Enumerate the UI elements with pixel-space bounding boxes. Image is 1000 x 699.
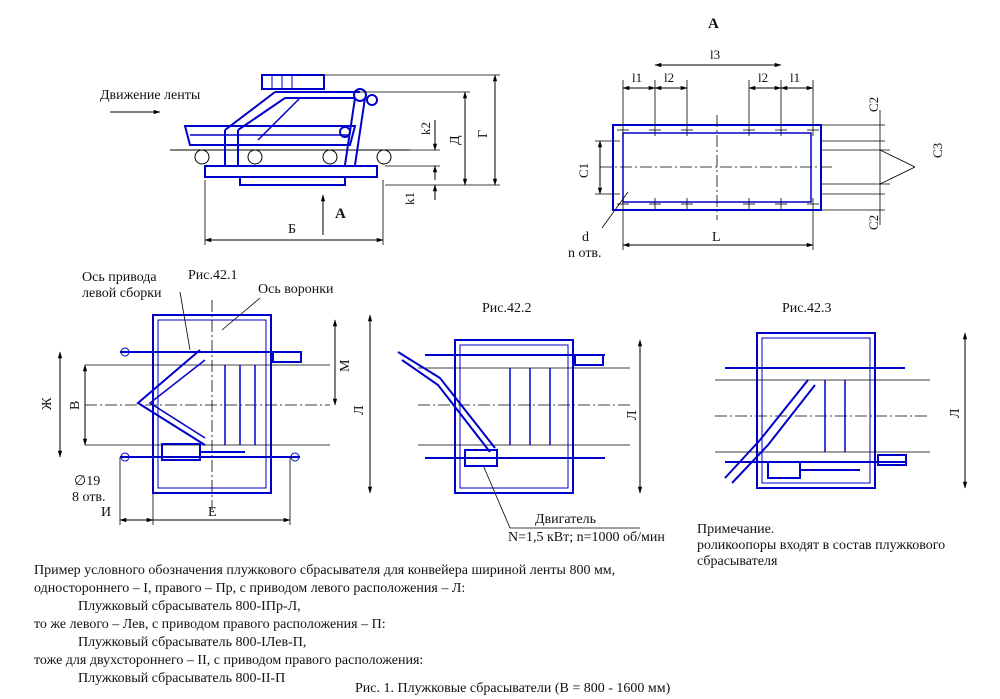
note-line2: сбрасывателя [697,554,778,569]
designation-line3: Плужковый сбрасыватель 800-IПр-Л, [78,599,301,614]
dim-l: L [712,230,721,245]
fig1-dim-e: Е [208,505,217,520]
holes-dia: ∅19 [74,474,101,489]
dim-l2-left: l2 [664,70,675,85]
hole-d: d [582,230,589,245]
drive-axis-line2: левой сборки [82,286,162,301]
view-marker-a: А [335,206,346,222]
holes-count: 8 отв. [72,490,106,505]
view-a [595,62,916,250]
fig3-caption: Рис.42.3 [782,301,832,316]
fig1-dim-m: М [338,359,353,372]
dim-c2-bottom: C2 [866,214,881,230]
dim-c1: C1 [576,162,591,178]
dim-k1: k1 [402,192,417,205]
motor-label: Двигатель [535,512,596,527]
dim-c2-top: C2 [866,96,881,112]
dim-c3: C3 [930,142,945,158]
fig2-caption: Рис.42.2 [482,301,532,316]
fig1-dim-v: В [68,400,83,410]
side-view [110,74,500,245]
fig2-dim-l: Л [625,410,640,421]
dim-b: Б [288,222,297,237]
designation-line1: Пример условного обозначения плужкового … [34,563,616,578]
dim-l1-right: l1 [790,70,801,85]
note-title: Примечание. [697,522,775,537]
fig1-dim-zh: Ж [40,397,55,410]
fig-42-3 [715,332,968,489]
fig1-dim-i: И [101,505,112,520]
dim-l3: l3 [710,47,721,62]
dim-l2-right: l2 [758,70,769,85]
fig-42-2 [397,339,643,529]
fig1-dim-l: Л [352,405,367,416]
designation-line4: то же левого – Лев, с приводом правого р… [34,617,386,632]
dim-l1-left: l1 [632,70,643,85]
designation-line6: тоже для двухстороннего – II, с приводом… [34,653,424,668]
designation-line2: одностороннего – I, правого – Пр, с прив… [34,581,466,596]
dim-k2: k2 [418,122,433,135]
hole-n: n отв. [568,246,602,261]
designation-line7: Плужковый сбрасыватель 800-II-П [78,671,286,686]
figure-caption: Рис. 1. Плужковые сбрасыватели (В = 800 … [355,681,671,696]
dim-d: Д [448,135,463,145]
view-a-title: А [708,16,719,32]
funnel-axis: Ось воронки [258,282,334,297]
fig1-caption: Рис.42.1 [188,268,238,283]
drive-axis-line1: Ось привода [82,270,157,285]
fig3-dim-l: Л [948,408,963,419]
dim-g: Г [476,129,491,138]
motor-specs: N=1,5 кВт; n=1000 об/мин [508,530,665,545]
note-line1: роликоопоры входят в состав плужкового [697,538,946,553]
fig-42-1 [57,291,373,525]
movement-label: Движение ленты [100,88,201,103]
designation-line5: Плужковый сбрасыватель 800-IЛев-П, [78,635,307,650]
